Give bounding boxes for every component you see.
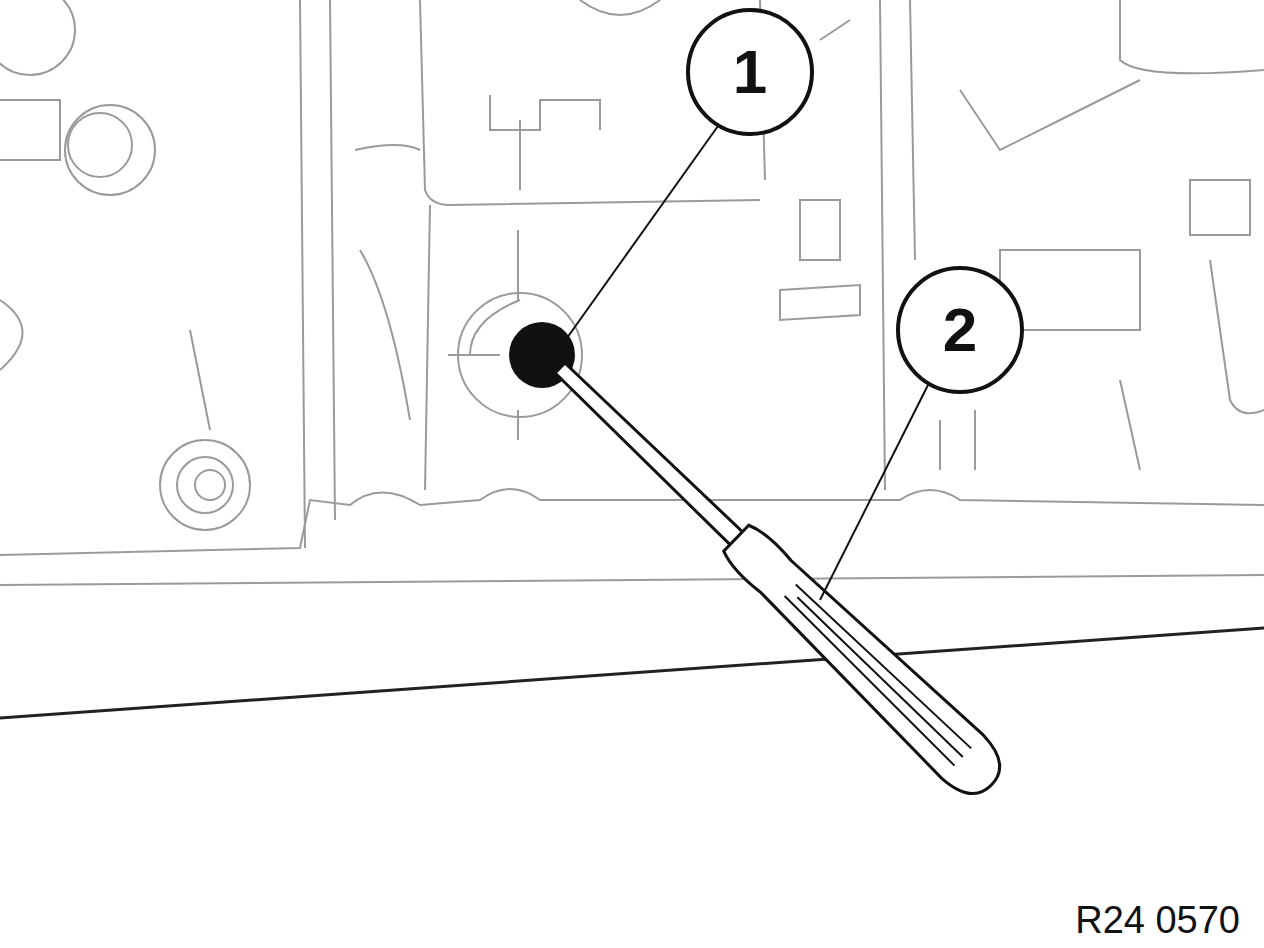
callout-number: 2 bbox=[943, 299, 977, 361]
figure-reference: R24 0570 bbox=[1075, 901, 1240, 939]
callout-number: 1 bbox=[733, 41, 767, 103]
